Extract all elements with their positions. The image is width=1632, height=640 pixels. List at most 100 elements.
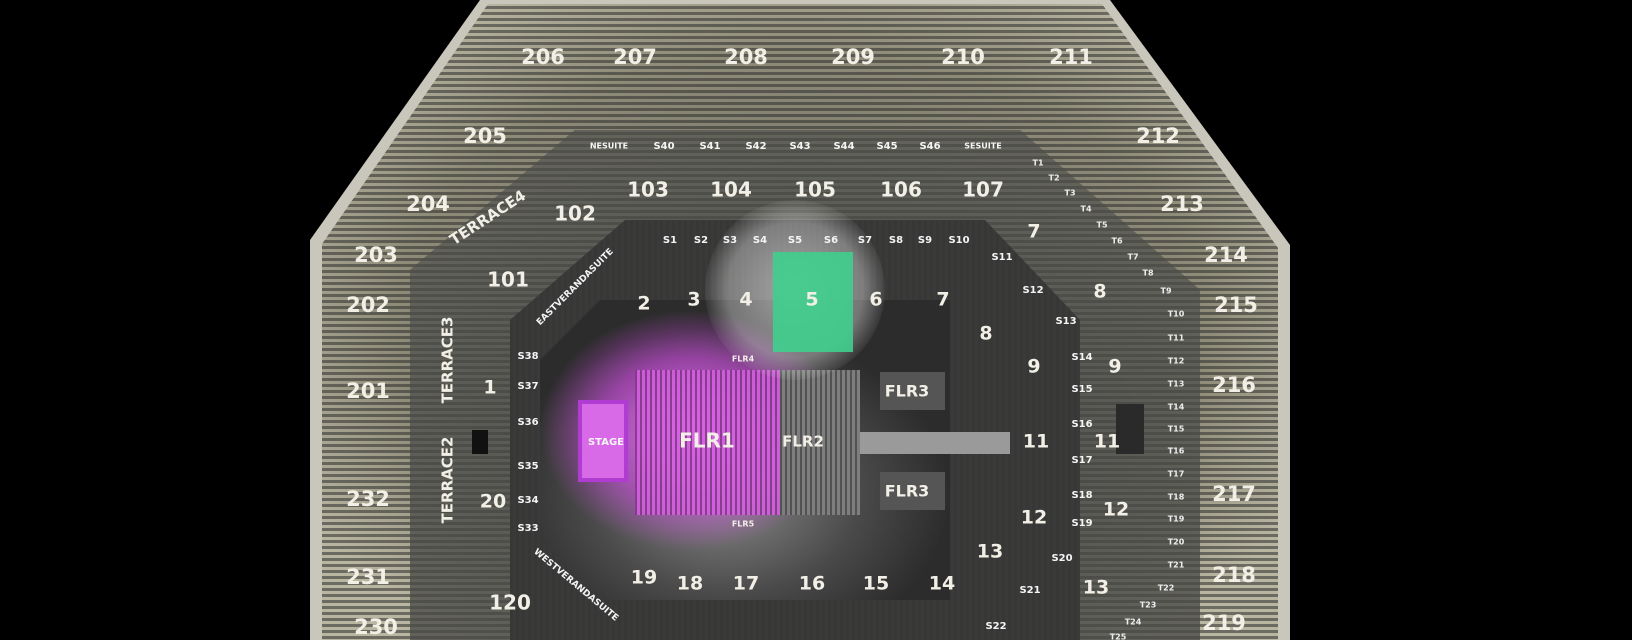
upper-section-210[interactable]: 210 <box>941 45 985 69</box>
suite-s35[interactable]: S35 <box>517 461 538 472</box>
upper-section-203[interactable]: 203 <box>354 243 398 267</box>
suite-s9[interactable]: S9 <box>918 235 932 246</box>
upper-section-211[interactable]: 211 <box>1049 45 1093 69</box>
suite-nesuite[interactable]: NESUITE <box>590 142 628 151</box>
lower-section-102[interactable]: 102 <box>554 202 596 226</box>
upper-section-213[interactable]: 213 <box>1160 192 1204 216</box>
inner-section-18[interactable]: 18 <box>677 573 703 595</box>
floor-section-flr5[interactable]: FLR5 <box>732 520 755 529</box>
floor-section-flr2[interactable]: FLR2 <box>782 433 824 451</box>
suite-s5[interactable]: S5 <box>788 235 802 246</box>
table-t10[interactable]: T10 <box>1168 310 1185 319</box>
suite-s40[interactable]: S40 <box>653 141 674 152</box>
table-t12[interactable]: T12 <box>1168 357 1185 366</box>
suite-s45[interactable]: S45 <box>876 141 897 152</box>
table-t22[interactable]: T22 <box>1158 584 1175 593</box>
upper-section-201[interactable]: 201 <box>346 379 390 403</box>
floor-section-flr1[interactable]: FLR1 <box>679 429 735 453</box>
floor-section-flr3-north[interactable] <box>880 372 945 410</box>
inner-section-3[interactable]: 3 <box>687 289 700 311</box>
suite-s3[interactable]: S3 <box>723 235 737 246</box>
lower-section-101[interactable]: 101 <box>487 268 529 292</box>
inner-section-2[interactable]: 2 <box>637 293 650 315</box>
lower-section-106[interactable]: 106 <box>880 178 922 202</box>
suite-s13[interactable]: S13 <box>1055 316 1076 327</box>
table-t6[interactable]: T6 <box>1111 237 1122 246</box>
suite-s7[interactable]: S7 <box>858 235 872 246</box>
suite-s46[interactable]: S46 <box>919 141 940 152</box>
inner-section-11[interactable]: 11 <box>1023 431 1049 453</box>
upper-section-205[interactable]: 205 <box>463 124 507 148</box>
lower-section-120[interactable]: 120 <box>489 591 531 615</box>
table-t24[interactable]: T24 <box>1125 618 1142 627</box>
suite-s17[interactable]: S17 <box>1071 455 1092 466</box>
suite-s38[interactable]: S38 <box>517 351 538 362</box>
inner-section-8[interactable]: 8 <box>979 323 992 345</box>
inner-section-13[interactable]: 13 <box>977 541 1003 563</box>
suite-s12[interactable]: S12 <box>1022 285 1043 296</box>
suite-s37[interactable]: S37 <box>517 381 538 392</box>
suite-s2[interactable]: S2 <box>694 235 708 246</box>
terrace-terrace3[interactable]: TERRACE3 <box>439 317 457 404</box>
table-t19[interactable]: T19 <box>1168 515 1185 524</box>
table-t25[interactable]: T25 <box>1110 633 1127 640</box>
inner-section-17[interactable]: 17 <box>733 573 759 595</box>
outer-east-section-e13[interactable]: 13 <box>1083 577 1109 599</box>
table-t3[interactable]: T3 <box>1064 189 1075 198</box>
inner-section-6[interactable]: 6 <box>869 289 882 311</box>
floor-section-flr4[interactable]: FLR4 <box>732 355 755 364</box>
inner-section-16[interactable]: 16 <box>799 573 825 595</box>
floor-section-flr3-south[interactable] <box>880 472 945 510</box>
table-t20[interactable]: T20 <box>1168 538 1185 547</box>
table-t9[interactable]: T9 <box>1160 287 1171 296</box>
upper-section-230[interactable]: 230 <box>354 615 398 639</box>
inner-section-15[interactable]: 15 <box>863 573 889 595</box>
suite-s42[interactable]: S42 <box>745 141 766 152</box>
upper-section-232[interactable]: 232 <box>346 487 390 511</box>
suite-s8[interactable]: S8 <box>889 235 903 246</box>
inner-section-12[interactable]: 12 <box>1021 507 1047 529</box>
inner-section-14[interactable]: 14 <box>929 573 955 595</box>
upper-section-204[interactable]: 204 <box>406 192 450 216</box>
table-t2[interactable]: T2 <box>1048 174 1059 183</box>
section-5-selected[interactable] <box>773 252 853 352</box>
table-t13[interactable]: T13 <box>1168 380 1185 389</box>
suite-s16[interactable]: S16 <box>1071 419 1092 430</box>
suite-s34[interactable]: S34 <box>517 495 538 506</box>
suite-s1[interactable]: S1 <box>663 235 677 246</box>
suite-s20[interactable]: S20 <box>1051 553 1072 564</box>
inner-section-5[interactable]: 5 <box>805 289 818 311</box>
outer-east-section-e9[interactable]: 9 <box>1108 356 1121 378</box>
suite-s33[interactable]: S33 <box>517 523 538 534</box>
table-t17[interactable]: T17 <box>1168 470 1185 479</box>
suite-s15[interactable]: S15 <box>1071 384 1092 395</box>
outer-east-section-e12[interactable]: 12 <box>1103 499 1129 521</box>
upper-section-209[interactable]: 209 <box>831 45 875 69</box>
upper-section-219[interactable]: 219 <box>1202 611 1246 635</box>
lower-section-105[interactable]: 105 <box>794 178 836 202</box>
upper-section-216[interactable]: 216 <box>1212 373 1256 397</box>
suite-s36[interactable]: S36 <box>517 417 538 428</box>
suite-s4[interactable]: S4 <box>753 235 767 246</box>
suite-s22[interactable]: S22 <box>985 621 1006 632</box>
upper-section-206[interactable]: 206 <box>521 45 565 69</box>
inner-section-4[interactable]: 4 <box>739 289 752 311</box>
suite-sesuite[interactable]: SESUITE <box>964 142 1001 151</box>
table-t14[interactable]: T14 <box>1168 403 1185 412</box>
lower-section-104[interactable]: 104 <box>710 178 752 202</box>
table-t5[interactable]: T5 <box>1096 221 1107 230</box>
table-t21[interactable]: T21 <box>1168 561 1185 570</box>
table-t1[interactable]: T1 <box>1032 159 1043 168</box>
inner-section-19[interactable]: 19 <box>631 567 657 589</box>
lower-section-107[interactable]: 107 <box>962 178 1004 202</box>
table-t15[interactable]: T15 <box>1168 425 1185 434</box>
upper-section-208[interactable]: 208 <box>724 45 768 69</box>
upper-section-212[interactable]: 212 <box>1136 124 1180 148</box>
table-t18[interactable]: T18 <box>1168 493 1185 502</box>
suite-s6[interactable]: S6 <box>824 235 838 246</box>
inner-section-1[interactable]: 1 <box>483 377 496 399</box>
upper-section-202[interactable]: 202 <box>346 293 390 317</box>
upper-section-217[interactable]: 217 <box>1212 482 1256 506</box>
upper-section-231[interactable]: 231 <box>346 565 390 589</box>
floor-section-flr3a[interactable]: FLR3 <box>885 382 930 401</box>
